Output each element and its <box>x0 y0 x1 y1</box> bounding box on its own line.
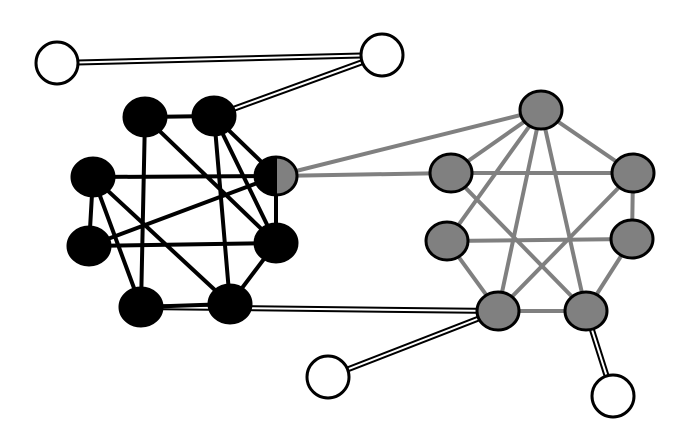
edge-b7-g6 <box>140 304 499 314</box>
edge-b7-g6-inner <box>140 306 499 312</box>
edge-w1-w2-inner <box>56 54 383 64</box>
edge-b2-b5 <box>212 114 278 245</box>
node-b7 <box>118 286 164 328</box>
node-w3 <box>305 354 351 400</box>
node-w4 <box>590 373 636 419</box>
edge-g1-g4 <box>445 108 543 243</box>
node-h-black-half <box>255 157 277 195</box>
edge-g6-w3-inner <box>327 310 499 378</box>
edge-b2-b6 <box>212 114 232 306</box>
edge-h-g1 <box>274 108 543 178</box>
edge-g6-w3 <box>326 308 500 380</box>
node-w2 <box>359 32 405 78</box>
edge-w1-w2 <box>56 52 383 66</box>
node-g5 <box>609 218 655 260</box>
edge-g3-g6 <box>496 171 635 313</box>
node-b6 <box>207 283 253 325</box>
node-w1 <box>34 40 80 86</box>
node-g4 <box>424 220 470 262</box>
node-g6 <box>475 290 521 332</box>
node-h <box>253 155 299 197</box>
edge-b3-b6 <box>91 175 232 306</box>
edge-b1-b7 <box>139 115 147 309</box>
edge-b4-b5 <box>87 241 278 248</box>
node-b3 <box>70 156 116 198</box>
edge-w2-b2-inner <box>213 54 383 117</box>
node-b4 <box>66 225 112 267</box>
node-b5 <box>253 222 299 264</box>
edge-w2-b2 <box>212 52 384 119</box>
edge-g1-g6 <box>496 108 543 313</box>
edge-g1-g7 <box>539 108 588 313</box>
node-b1 <box>122 96 168 138</box>
edge-b3-b7 <box>91 175 143 309</box>
node-g1 <box>518 89 564 131</box>
edge-h-g2 <box>274 171 453 178</box>
edge-b1-b5 <box>143 115 278 245</box>
node-h-outline <box>253 155 299 197</box>
node-b2 <box>191 95 237 137</box>
edge-b4-h <box>87 174 278 248</box>
edge-b3-h <box>91 174 278 179</box>
nodes-layer <box>34 32 656 419</box>
node-g7 <box>563 290 609 332</box>
node-g3 <box>610 152 656 194</box>
edge-g4-g5 <box>445 237 634 243</box>
node-g2 <box>428 152 474 194</box>
